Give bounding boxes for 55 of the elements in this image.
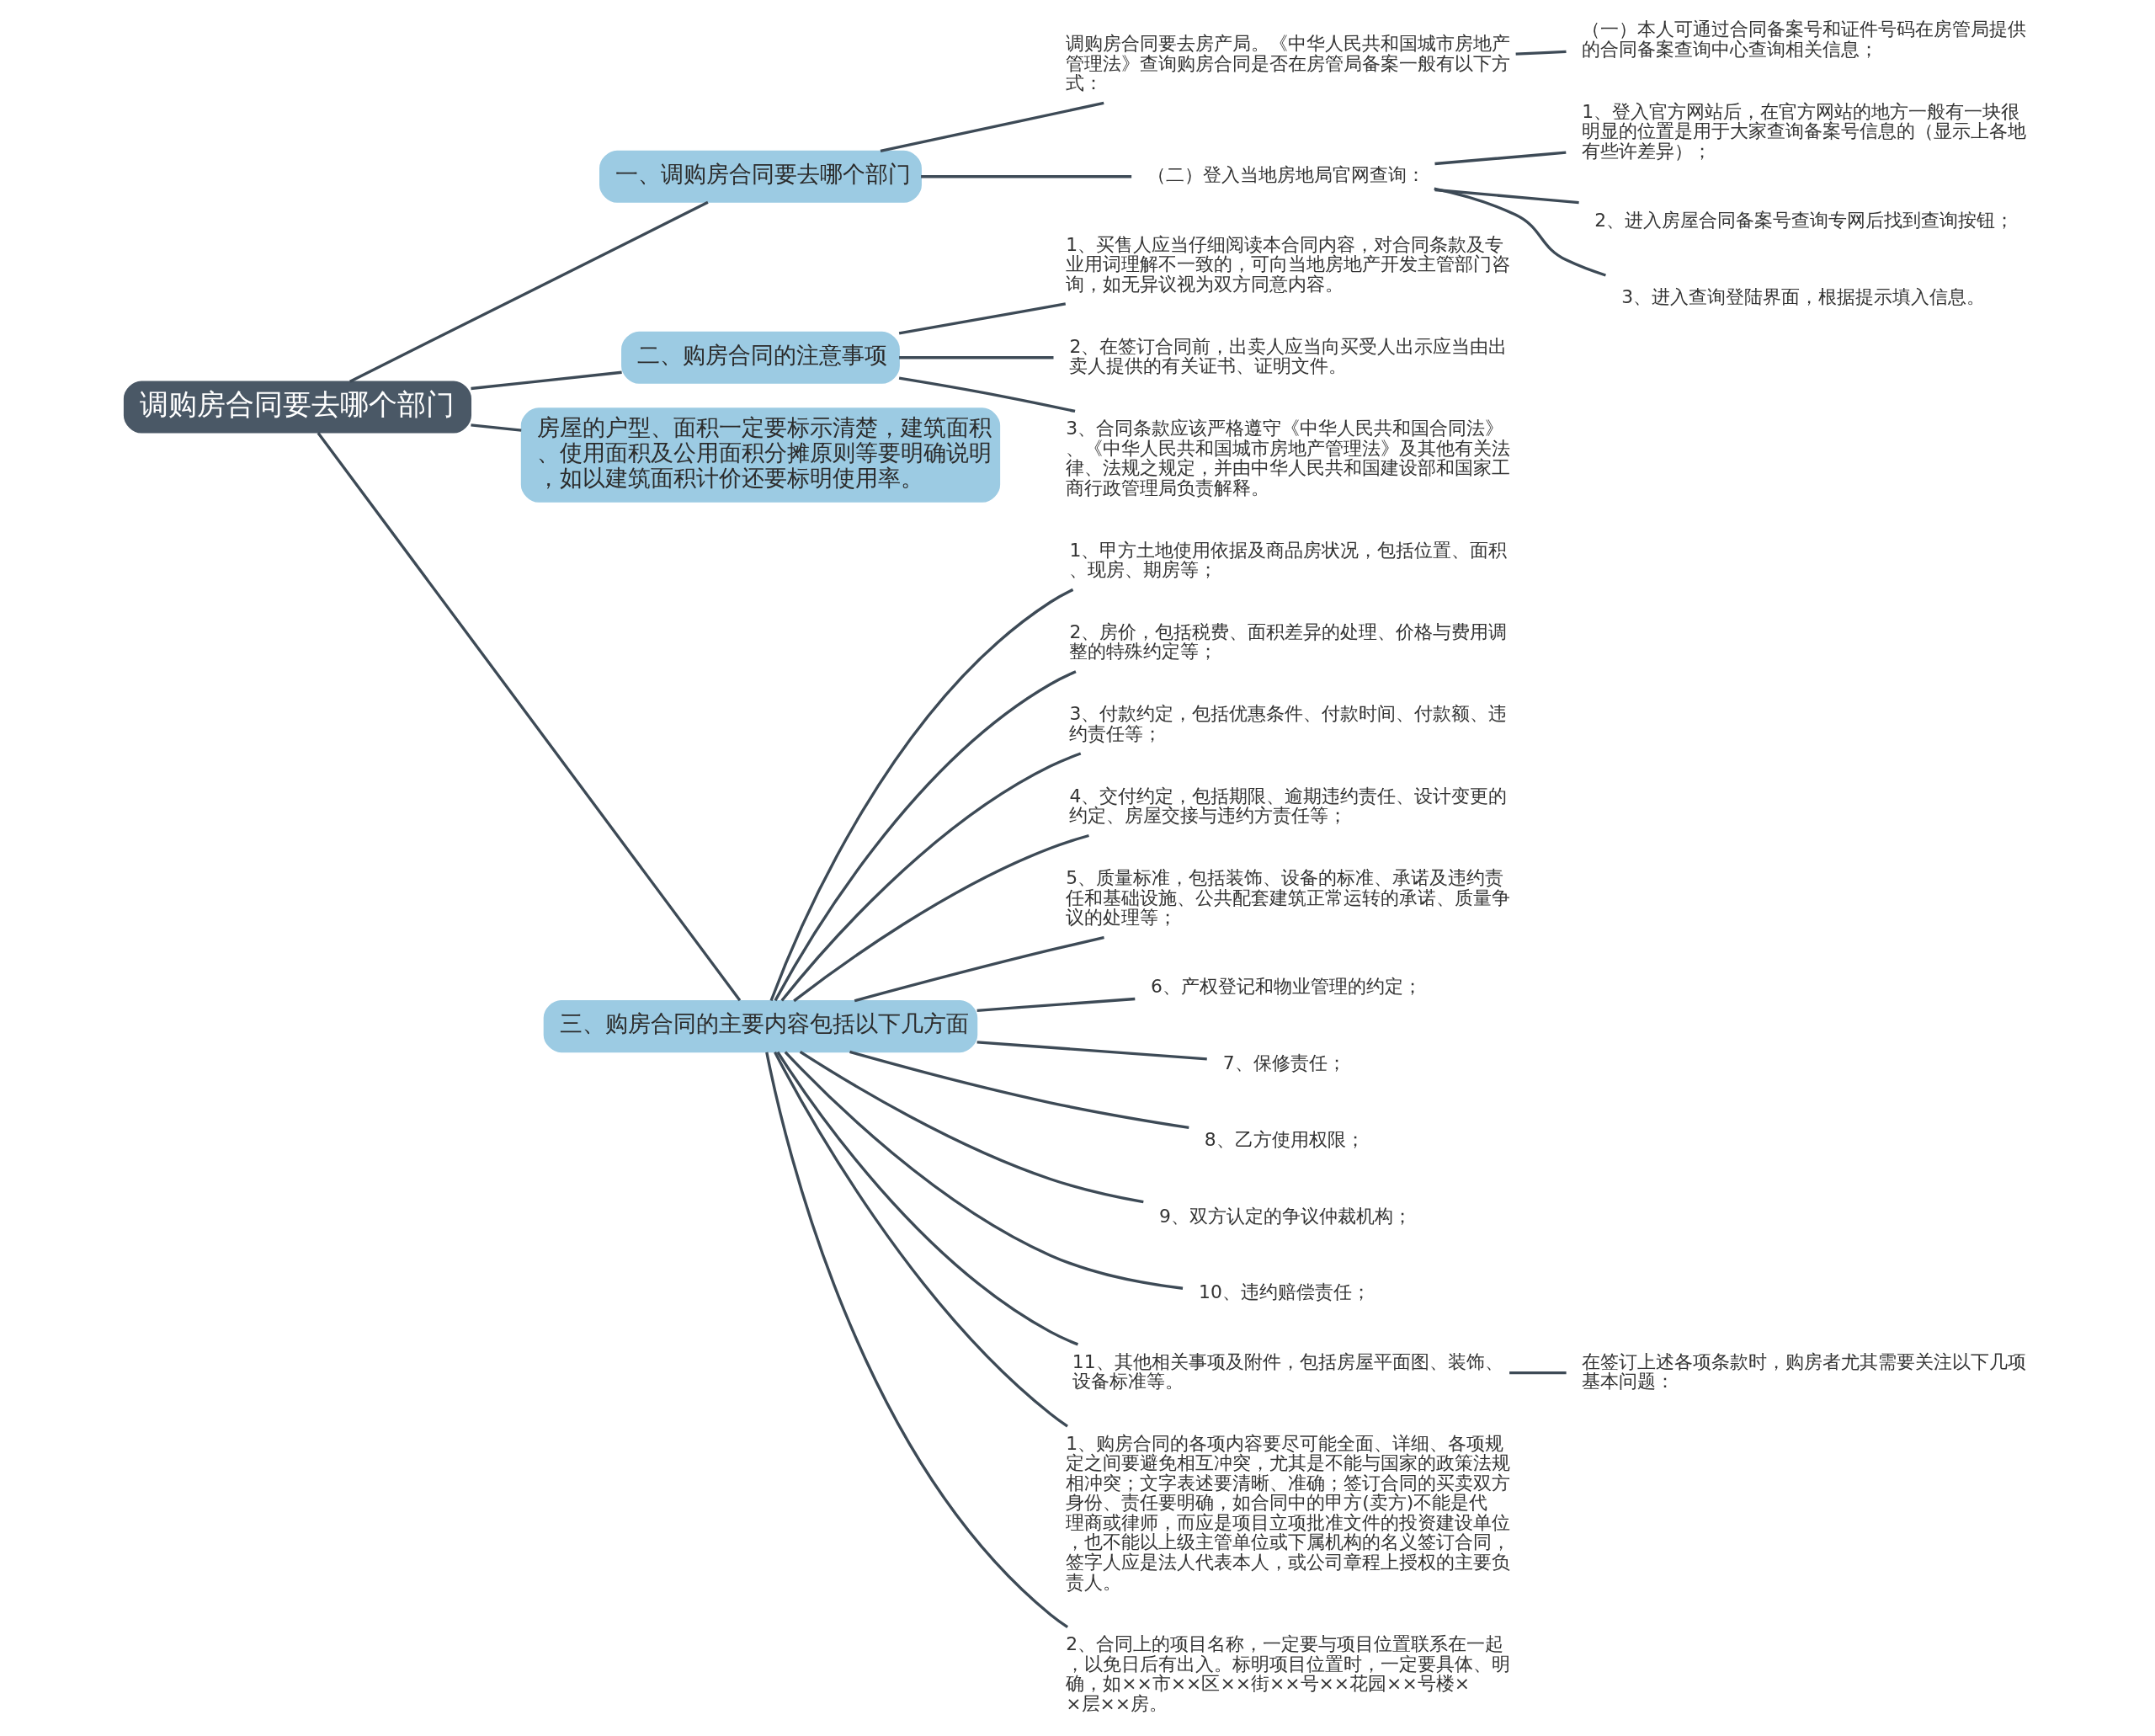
node-text: 2、在签订合同前，出卖人应当向买受人出示应当由出卖人提供的有关证书、证明文件。: [1068, 335, 1507, 377]
connector: [1508, 1371, 1567, 1375]
node-text: 3、合同条款应该严格遵守《中华人民共和国合同法》、《中华人民共和国城市房地产管理法》及其他有关法律、法规之规定，并由中华人民共和国建设部和国家工商行政管理局负责解释。: [1065, 418, 1510, 498]
node-text: 8、乙方使用权限；: [1204, 1128, 1365, 1150]
node-text: 1、登入官方网站后，在官方网站的地方一般有一块很明显的位置是用于大家查询备案号信息的（显示上各地有些许差异）；: [1581, 100, 2026, 162]
node-text: 3、付款约定，包括优惠条件、付款时间、付款额、违约责任等；: [1068, 703, 1507, 744]
connector: [317, 432, 741, 1002]
node-box: 房屋的户型、面积一定要标示清楚，建筑面积、使用面积及公用面积分摊原则等要明确说明，如以建筑面积计价还要标明使用率。: [520, 407, 1000, 503]
node-box: 一、调购房合同要去哪个部门: [599, 150, 922, 203]
connector: [784, 1051, 1183, 1290]
node-text: 4、交付约定，包括期限、逾期违约责任、设计变更的约定、房屋交接与违约方责任等；: [1068, 785, 1507, 827]
node-text: 7、保修责任；: [1222, 1052, 1346, 1074]
node-text: 调购房合同要去房产局。《中华人民共和国城市房地产管理法》查询购房合同是否在房管局备案一般有以下方式：: [1065, 33, 1510, 94]
connector: [880, 101, 1104, 153]
connector: [854, 935, 1104, 1003]
connector: [773, 1051, 1068, 1428]
node-text: 在签订上述各项条款时，购房者尤其需要关注以下几项基本问题：: [1581, 1350, 2026, 1393]
connector: [1434, 188, 1579, 205]
connector: [898, 376, 1075, 413]
connector: [349, 200, 709, 383]
node-text: （一）本人可通过合同备案号和证件号码在房管局提供的合同备案查询中心查询相关信息；: [1581, 19, 2026, 60]
connector: [976, 997, 1135, 1012]
connector: [769, 588, 1073, 1002]
node-text: 1、买售人应当仔细阅读本合同内容，对合同条款及专业用词理解不一致的，可向当地房地产开发主管部门咨询，如无异议视为双方同意内容。: [1065, 233, 1510, 295]
connector: [849, 1050, 1189, 1130]
connector: [920, 175, 1131, 178]
node-text: 9、双方认定的争议仲裁机构；: [1158, 1205, 1412, 1227]
node-text: 2、合同上的项目名称，一定要与项目位置联系在一起，以免日后有出入。标明项目位置时，一定要具体、明确，如××市××区××街××号××花园××号楼××层××房。: [1065, 1633, 1510, 1714]
connector: [976, 1041, 1207, 1061]
node-box: 三、购房合同的主要内容包括以下几方面: [543, 1000, 977, 1053]
connector: [799, 1050, 1144, 1204]
node-text: 3、进入查询登陆界面，根据提示填入信息。: [1620, 285, 1985, 307]
node-text: 1、甲方土地使用依据及商品房状况，包括位置、面积、现房、期房等；: [1068, 539, 1507, 581]
node-text: （二）登入当地房地局官网查询：: [1147, 164, 1425, 186]
node-text: 1、购房合同的各项内容要尽可能全面、详细、各项规定之间要避免相互冲突，尤其是不能与国家的政策法规相冲突；文字表述要清晰、准确；签订合同的买卖双方身份、责任要明确，如合同中的甲方(卖方)不能是代理商或律师，而应是项目立项批准文件的投资建设单位，也不能以上级主管单位或下属机构的名义签订合同，签字人应是法人代表本人，或公司章程上授权的主要负责人。: [1065, 1432, 1510, 1593]
node-text: 2、房价，包括税费、面积差异的处理、价格与费用调整的特殊约定等；: [1068, 620, 1507, 663]
connector: [1434, 151, 1566, 166]
connector: [1515, 50, 1567, 56]
node-text: 6、产权登记和物业管理的约定；: [1150, 976, 1422, 998]
connector: [470, 423, 521, 432]
node-text: 11、其他相关事项及附件，包括房屋平面图、装饰、设备标准等。: [1072, 1350, 1503, 1393]
connector: [780, 752, 1081, 1002]
connector: [1433, 187, 1606, 277]
connector: [774, 670, 1077, 1002]
node-text: 2、进入房屋合同备案号查询专网后找到查询按钮；: [1594, 210, 2014, 232]
node-text: 10、违约赔偿责任；: [1198, 1281, 1370, 1303]
connector: [764, 1052, 1068, 1628]
node-text: 5、质量标准，包括装饰、设备的标准、承诺及违约责任和基础设施、公共配套建筑正常运转的承诺、质量争议的处理等；: [1065, 867, 1510, 929]
node-box: 调购房合同要去哪个部门: [123, 381, 471, 434]
connector: [792, 833, 1089, 1003]
connector: [898, 356, 1053, 359]
node-box: 二、购房合同的注意事项: [620, 331, 900, 384]
connector: [776, 1051, 1078, 1346]
connector: [470, 370, 622, 391]
connector: [898, 302, 1066, 335]
